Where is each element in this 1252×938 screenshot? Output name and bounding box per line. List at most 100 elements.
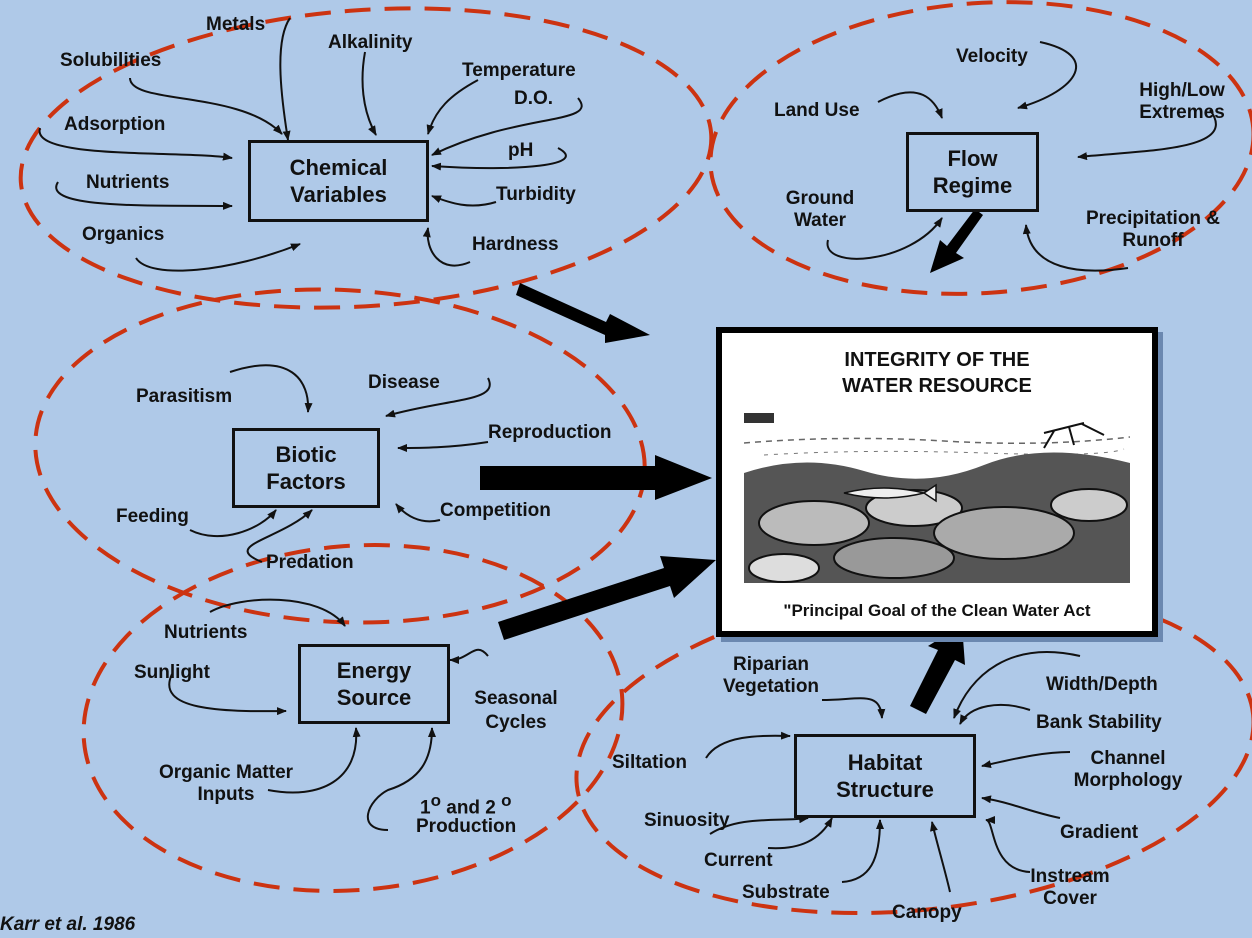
- label-riparian: Riparian: [732, 654, 810, 675]
- label-production-num1: 1: [420, 797, 431, 819]
- flow-box-line1: Flow: [947, 146, 998, 171]
- arrow-precip: [1022, 224, 1129, 272]
- arrow-parasitism: [229, 364, 313, 413]
- label-bank-stability: Bank Stability: [1036, 712, 1162, 733]
- label-alkalinity: Alkalinity: [328, 32, 413, 53]
- arrow-metals: [279, 17, 291, 141]
- arrow-instream: [985, 816, 1031, 873]
- goal-title-line2: WATER RESOURCE: [842, 375, 1032, 397]
- arrow-velocity: [1017, 41, 1077, 110]
- arrow-siltation: [705, 731, 791, 759]
- label-parasitism: Parasitism: [136, 386, 233, 407]
- arrow-do: [431, 97, 583, 156]
- goal-title-line1: INTEGRITY OF THE: [844, 349, 1030, 371]
- arrow-landuse: [877, 91, 943, 119]
- label-production: Production: [416, 816, 517, 837]
- goal-title: INTEGRITY OF THE WATER RESOURCE: [722, 347, 1152, 399]
- label-turbidity: Turbidity: [496, 184, 576, 205]
- label-siltation: Siltation: [612, 752, 687, 773]
- label-solubilities: Solubilities: [60, 50, 162, 71]
- label-channel: Channel: [1090, 748, 1166, 769]
- arrow-reproduction: [397, 441, 489, 452]
- flow-box-line2: Regime: [932, 173, 1013, 198]
- arrow-highlow: [1077, 109, 1217, 161]
- arrow-competition: [395, 503, 441, 523]
- arrow-gradient: [981, 795, 1061, 819]
- biotic-factors-box: Biotic Factors: [232, 428, 380, 508]
- arrow-ph: [431, 147, 567, 171]
- label-substrate: Substrate: [742, 882, 830, 903]
- label-production-sup2: o: [501, 791, 512, 810]
- label-production-sup1: o: [430, 791, 441, 810]
- label-organic-matter: Organic Matter: [158, 762, 294, 783]
- habitat-structure-box: Habitat Structure: [794, 734, 976, 818]
- label-feeding: Feeding: [116, 506, 189, 527]
- arrow-sunlight: [168, 673, 287, 716]
- arrow-bank: [959, 704, 1031, 725]
- label-nutrients-energy: Nutrients: [164, 622, 248, 643]
- label-production-1: 1o and 2 o: [420, 790, 512, 818]
- label-ground: Ground: [785, 188, 855, 209]
- label-adsorption: Adsorption: [64, 114, 166, 135]
- label-land-use: Land Use: [774, 100, 860, 121]
- label-instream: Instream: [1030, 866, 1110, 887]
- chemical-variables-box: Chemical Variables: [248, 140, 429, 222]
- habitat-box-line1: Habitat: [847, 750, 923, 775]
- arrow-seasonal: [449, 648, 489, 664]
- arrow-channel: [981, 751, 1071, 769]
- label-extremes: Extremes: [1139, 102, 1225, 123]
- label-current: Current: [704, 850, 773, 871]
- habitat-to-goal-arrow: [910, 625, 965, 714]
- label-cover: Cover: [1043, 888, 1097, 909]
- energy-box-line1: Energy: [336, 658, 412, 683]
- label-high-low: High/Low: [1139, 80, 1225, 101]
- arrow-current: [767, 817, 833, 850]
- label-seasonal: Seasonal: [474, 688, 558, 709]
- label-cycles: Cycles: [485, 712, 547, 733]
- chemical-box-line2: Variables: [290, 182, 387, 207]
- label-organics: Organics: [82, 224, 165, 245]
- arrow-groundwater: [826, 217, 943, 260]
- biotic-box-line2: Factors: [266, 469, 346, 494]
- label-predation: Predation: [266, 552, 354, 573]
- label-temperature: Temperature: [462, 60, 576, 81]
- arrow-solubilities: [129, 77, 283, 135]
- arrow-riparian: [821, 697, 886, 719]
- label-competition: Competition: [440, 500, 551, 521]
- arrow-disease: [385, 377, 491, 418]
- energy-box-line2: Source: [336, 685, 412, 710]
- flow-to-goal-arrow: [930, 209, 983, 273]
- label-do: D.O.: [514, 88, 554, 109]
- arrow-sinuosity: [709, 815, 809, 835]
- arrow-temperature: [426, 79, 479, 135]
- arrow-hardness: [422, 227, 471, 267]
- label-precipitation: Precipitation &: [1085, 208, 1221, 229]
- water-resource-goal-panel: INTEGRITY OF THE WATER RESOURCE "Princip…: [716, 327, 1158, 637]
- biotic-box-line1: Biotic: [275, 442, 337, 467]
- arrow-adsorption: [38, 127, 233, 161]
- label-runoff: Runoff: [1122, 230, 1184, 251]
- arrow-nutrients-energy: [209, 598, 346, 627]
- label-hardness: Hardness: [472, 234, 559, 255]
- chemical-ellipse: [18, 6, 714, 310]
- arrow-feeding: [189, 509, 277, 538]
- arrow-substrate: [841, 819, 884, 883]
- energy-to-goal-arrow: [498, 556, 716, 640]
- label-disease: Disease: [368, 372, 440, 393]
- label-vegetation: Vegetation: [722, 676, 820, 697]
- energy-source-box: Energy Source: [298, 644, 450, 724]
- habitat-box-line2: Structure: [836, 777, 934, 802]
- chemical-box-line1: Chemical: [289, 155, 388, 180]
- label-sunlight: Sunlight: [134, 662, 210, 683]
- arrow-organicmatter: [267, 727, 361, 794]
- goal-subtitle: "Principal Goal of the Clean Water Act: [783, 601, 1091, 620]
- label-velocity: Velocity: [956, 46, 1028, 67]
- arrow-alkalinity: [361, 51, 377, 136]
- label-canopy: Canopy: [892, 902, 962, 923]
- flow-ellipse: [708, 0, 1252, 296]
- label-water: Water: [793, 210, 847, 231]
- label-production-and: and 2: [446, 797, 496, 819]
- arrow-production: [366, 727, 436, 831]
- label-width-depth: Width/Depth: [1046, 674, 1158, 695]
